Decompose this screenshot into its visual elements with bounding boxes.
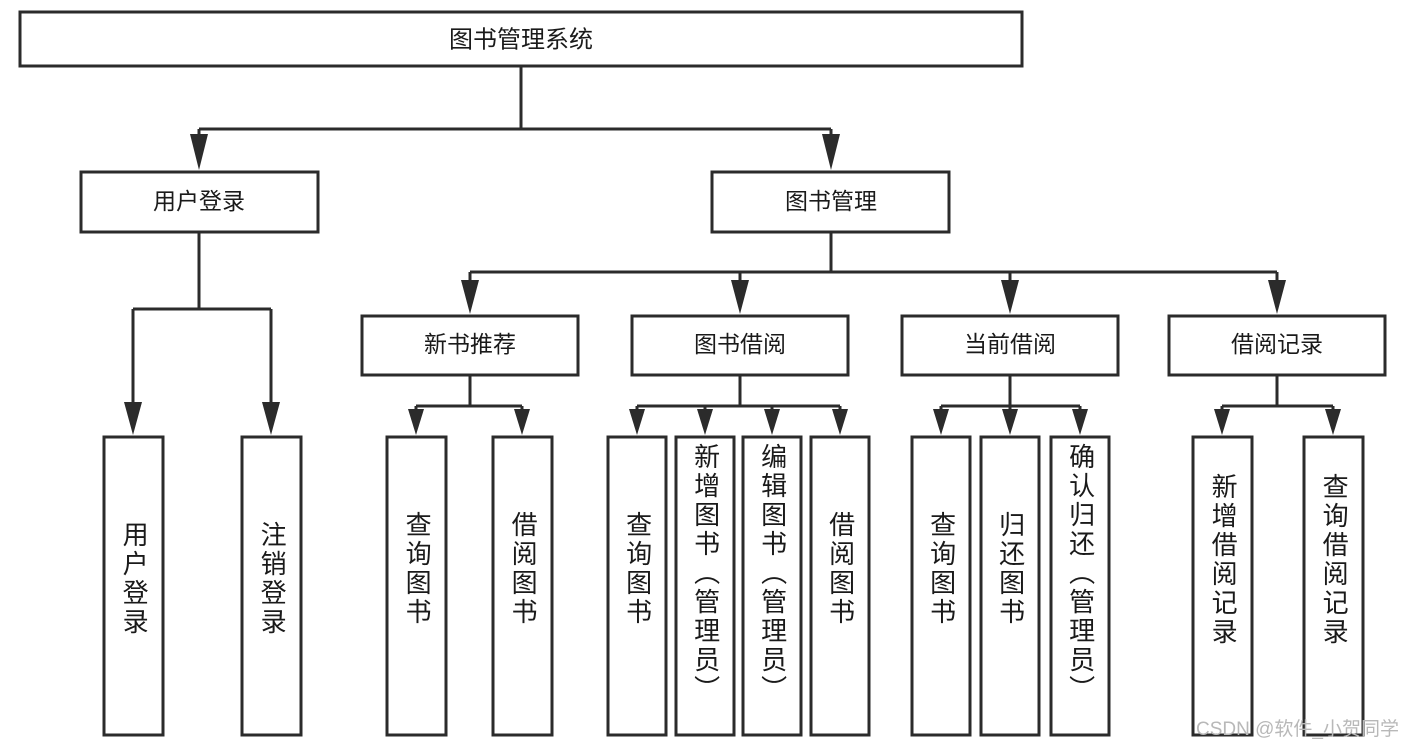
arrow-userlogin-leaf2: [262, 402, 280, 435]
connector-group-bookmgmt: [461, 232, 1286, 314]
arrow-record-l1: [1214, 409, 1230, 435]
node-root-label: 图书管理系统: [449, 26, 593, 53]
arrow-current-l2: [1002, 409, 1018, 435]
leaf-box-user-login-1[interactable]: [102, 435, 165, 737]
node-user-login-label: 用户登录: [153, 188, 245, 214]
arrow-current-l1: [933, 409, 949, 435]
arrow-bookmgmt-c2: [731, 280, 749, 314]
leaf-box-current-borrow-3[interactable]: [1049, 435, 1111, 737]
arrow-borrow-l1: [629, 409, 645, 435]
csdn-watermark: CSDN @软件_小贺同学: [1196, 719, 1399, 740]
arrow-borrow-l3: [764, 409, 780, 435]
node-user-login[interactable]: 用户登录: [79, 170, 320, 234]
node-book-borrow[interactable]: 图书借阅: [630, 314, 850, 377]
arrow-root-to-userlogin: [190, 134, 208, 170]
arrow-bookmgmt-c1: [461, 280, 479, 314]
leaf-box-new-book-1[interactable]: [385, 435, 448, 737]
node-root-box[interactable]: [18, 10, 1024, 68]
node-new-book-recommend-box[interactable]: [360, 314, 580, 377]
node-borrow-record-box[interactable]: [1167, 314, 1387, 377]
node-book-borrow-label: 图书借阅: [694, 331, 786, 357]
arrow-root-to-bookmgmt: [822, 134, 840, 170]
arrow-userlogin-leaf1: [124, 402, 142, 435]
node-new-book-recommend-label: 新书推荐: [424, 331, 516, 357]
node-root[interactable]: 图书管理系统: [18, 10, 1024, 68]
node-borrow-record-label: 借阅记录: [1231, 331, 1323, 357]
node-user-login-box[interactable]: [79, 170, 320, 234]
leaf-box-user-login-2[interactable]: [240, 435, 303, 737]
node-current-borrow-box[interactable]: [900, 314, 1120, 377]
arrow-borrow-l4: [832, 409, 848, 435]
node-current-borrow-label: 当前借阅: [964, 331, 1056, 357]
leaf-box-book-borrow-2[interactable]: [674, 435, 736, 737]
leaf-box-book-borrow-1[interactable]: [606, 435, 668, 737]
leaf-box-book-borrow-4[interactable]: [809, 435, 871, 737]
connector-group-borrow: [629, 375, 848, 435]
node-book-management-label: 图书管理: [785, 188, 877, 214]
arrow-current-l3: [1072, 409, 1088, 435]
node-borrow-record[interactable]: 借阅记录: [1167, 314, 1387, 377]
arrow-bookmgmt-c3: [1001, 280, 1019, 314]
arrow-bookmgmt-c4: [1268, 280, 1286, 314]
node-book-management[interactable]: 图书管理: [710, 170, 951, 234]
leaf-box-current-borrow-1[interactable]: [910, 435, 972, 737]
node-book-management-box[interactable]: [710, 170, 951, 234]
leaf-box-borrow-record-2[interactable]: [1302, 435, 1365, 737]
arrow-borrow-l2: [697, 409, 713, 435]
node-book-borrow-box[interactable]: [630, 314, 850, 377]
leaf-box-book-borrow-3[interactable]: [741, 435, 803, 737]
connector-group-record: [1214, 375, 1341, 435]
connector-group-userlogin: [124, 232, 280, 435]
node-current-borrow[interactable]: 当前借阅: [900, 314, 1120, 377]
connector-group-newbook: [408, 375, 530, 435]
leaf-box-new-book-2[interactable]: [491, 435, 554, 737]
arrow-newbook-l1: [408, 409, 424, 435]
connector-group-current: [933, 375, 1088, 435]
arrow-record-l2: [1325, 409, 1341, 435]
connector-group-root: [190, 66, 840, 170]
leaf-box-current-borrow-2[interactable]: [979, 435, 1041, 737]
leaf-box-borrow-record-1[interactable]: [1191, 435, 1254, 737]
node-new-book-recommend[interactable]: 新书推荐: [360, 314, 580, 377]
arrow-newbook-l2: [514, 409, 530, 435]
